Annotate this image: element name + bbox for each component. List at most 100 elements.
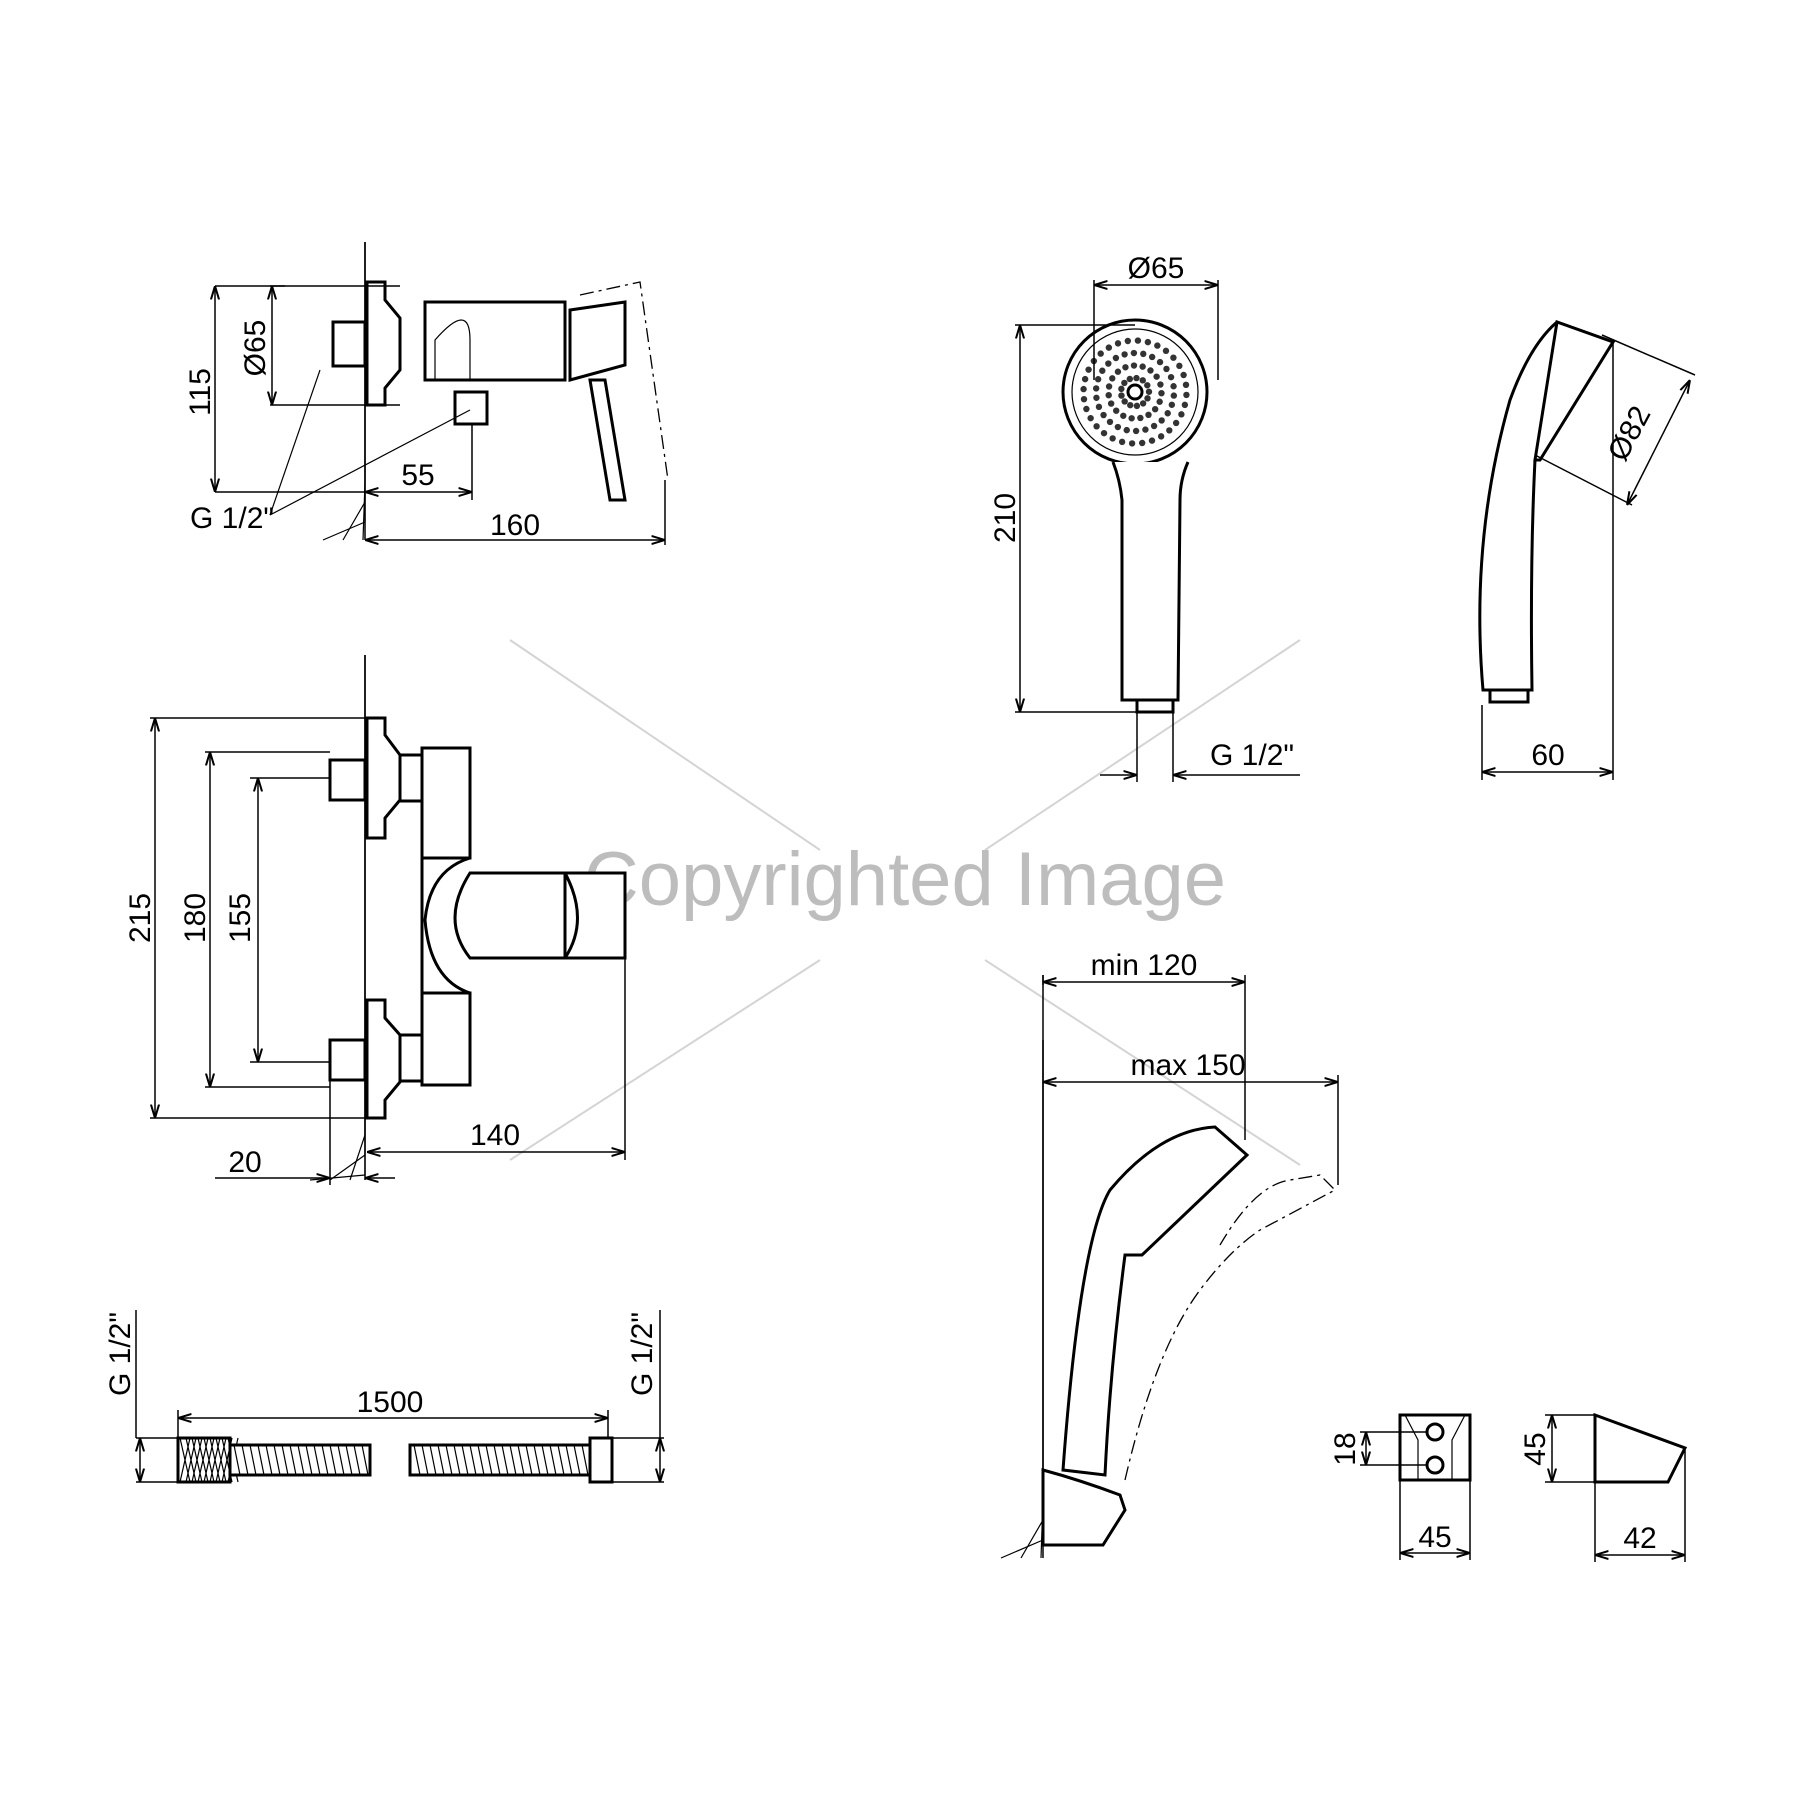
nozzle [1118, 392, 1125, 399]
hatch-line [309, 1174, 366, 1181]
mixer-side-thread: G 1/2" [190, 502, 274, 535]
nozzle [1170, 392, 1178, 399]
hatch-line [215, 1437, 227, 1483]
nozzle [1087, 414, 1094, 422]
nozzle [1107, 400, 1115, 407]
nozzle [1130, 349, 1138, 357]
nozzle [1158, 389, 1165, 397]
nozzle [1168, 401, 1176, 408]
nozzle [1106, 418, 1114, 426]
nozzle [1105, 391, 1112, 399]
nozzle [1109, 375, 1116, 382]
nozzle [1126, 375, 1134, 383]
nozzle [1097, 350, 1104, 357]
hatch-line [329, 1154, 366, 1181]
hatch-line [273, 1444, 281, 1476]
nozzle [1180, 371, 1187, 379]
nozzle [1170, 354, 1177, 361]
hatch-line [421, 1444, 429, 1476]
mixer-front-total-height: 215 [124, 893, 157, 943]
hatch-line [573, 1444, 581, 1476]
hand-shower-thread: G 1/2" [1210, 739, 1294, 772]
nozzle [1130, 362, 1138, 369]
nozzle [1105, 383, 1113, 390]
hand-shower-side-width: 60 [1531, 739, 1564, 772]
nozzle [1139, 363, 1146, 370]
hatch-line [179, 1437, 191, 1483]
hatch-line [565, 1444, 573, 1476]
nozzle [1139, 400, 1147, 407]
hand-shower-side-diameter: Ø82 [1602, 401, 1658, 467]
hand-shower-side-view: Ø82 60 [1478, 319, 1696, 780]
nozzle [1158, 417, 1165, 424]
holder-front-detail: 18 45 [1329, 1413, 1472, 1560]
nozzle [1157, 381, 1164, 388]
nozzle [1144, 338, 1152, 346]
hatch-line [485, 1444, 493, 1476]
holder-front-width: 45 [1418, 1521, 1451, 1554]
hose-thread-left: G 1/2" [104, 1312, 137, 1396]
nozzle [1085, 366, 1092, 373]
hatch-line [493, 1444, 501, 1476]
holder-side-detail: 45 42 [1519, 1412, 1688, 1562]
hatch-line [1020, 1519, 1044, 1559]
nozzle [1112, 354, 1120, 362]
nozzle [1123, 426, 1130, 434]
nozzle [1114, 368, 1122, 375]
mixer-side-outlet-offset: 55 [401, 459, 434, 492]
nozzle [1092, 385, 1100, 392]
hatch-line [322, 521, 366, 541]
center-nozzle [1126, 383, 1144, 401]
hatch-line [337, 1444, 345, 1476]
nozzle [1156, 398, 1163, 405]
nozzle [1100, 429, 1108, 437]
nozzle [1122, 364, 1129, 371]
nozzle [1080, 385, 1087, 393]
watermark: Copyrighted Image [509, 639, 1301, 1166]
hatch-line [581, 1444, 589, 1476]
nozzle [1093, 423, 1100, 430]
hatch-line [549, 1444, 557, 1476]
hatch-line [353, 1444, 361, 1476]
hatch-line [362, 481, 366, 541]
hatch-line [453, 1444, 461, 1476]
hatch-line [313, 1444, 321, 1476]
hatch-line [437, 1444, 445, 1476]
nozzle [1142, 426, 1149, 433]
hatch-line [321, 1444, 329, 1476]
nozzle [1113, 407, 1120, 414]
hatch-line [1040, 1499, 1044, 1559]
mixer-front-eccentric-min: 155 [224, 893, 257, 943]
holder-side-height: 45 [1519, 1432, 1552, 1465]
hatch-line [517, 1444, 525, 1476]
mixer-side-view: Ø65 115 55 160 G 1/2" [184, 242, 669, 545]
hatch-line [342, 501, 366, 541]
nozzle [1162, 347, 1170, 355]
nozzle [1128, 415, 1135, 422]
hatch-line [461, 1444, 469, 1476]
nozzle [1181, 401, 1189, 409]
hose-length: 1500 [357, 1386, 424, 1419]
nozzle [1176, 362, 1183, 370]
nozzle [1157, 433, 1165, 440]
hand-shower-length: 210 [989, 493, 1022, 543]
mixer-side-length: 160 [490, 509, 540, 542]
nozzle [1178, 411, 1185, 418]
hatch-line [257, 1444, 265, 1476]
nozzle [1128, 440, 1136, 447]
holder-mounted-view: min 120 max 150 [1041, 949, 1339, 1558]
nozzle [1139, 377, 1146, 384]
nozzle [1133, 374, 1140, 382]
nozzle [1166, 427, 1173, 434]
hatch-line [191, 1437, 203, 1483]
nozzle [1114, 423, 1122, 431]
nozzle [1081, 375, 1089, 383]
nozzle [1163, 365, 1170, 373]
mixer-side-diameter: Ø65 [239, 320, 272, 377]
hatch-line [557, 1444, 565, 1476]
nozzle [1100, 411, 1107, 419]
nozzle [1109, 435, 1116, 442]
hatch-line [233, 1444, 241, 1476]
nozzle [1138, 439, 1146, 447]
nozzle [1120, 412, 1127, 419]
